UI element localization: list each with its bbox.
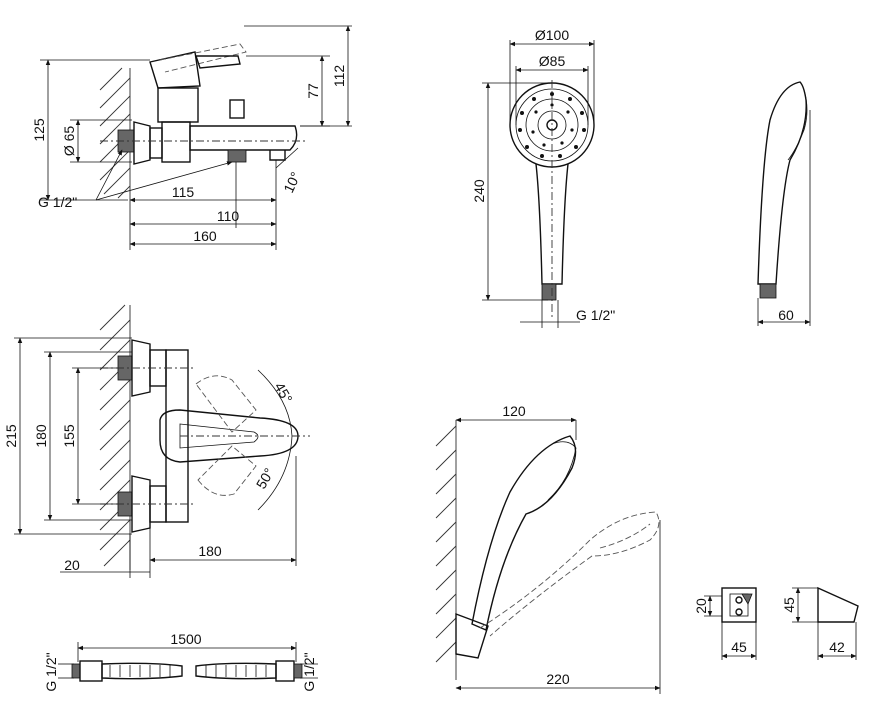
lever: [195, 55, 241, 69]
mixer-body: [161, 121, 191, 163]
bracket-front: [721, 587, 757, 623]
dim-220: 220: [546, 671, 570, 687]
bracket-side: [817, 586, 859, 623]
dim-50deg: 50°: [253, 465, 277, 491]
dim-d100: Ø100: [535, 27, 569, 43]
dim-115: 115: [172, 184, 195, 200]
dim-bracket-20: 20: [693, 598, 709, 614]
dim-180-vert: 180: [33, 424, 49, 448]
dim-bracket-45h: 45: [781, 597, 797, 613]
shower-profile: [757, 81, 807, 285]
wall-hatch-holder: [435, 420, 457, 680]
hand-shower-front-view: Ø100 Ø85 240 G 1/2": [471, 27, 615, 328]
dim-45deg: 45°: [271, 380, 295, 406]
dim-125: 125: [31, 118, 47, 142]
shower-thread: [541, 283, 557, 301]
hose-left: [101, 662, 183, 680]
shower-tilted-ghost: [479, 511, 660, 637]
dim-g12-hose-left: G 1/2": [43, 652, 59, 691]
dim-bracket-42: 42: [829, 639, 845, 655]
shower-holder-view: 120 220: [435, 403, 661, 694]
wall-hatch-front: [99, 304, 131, 570]
shower-upright: [471, 435, 577, 631]
dim-155: 155: [61, 424, 77, 448]
dim-g12-side: G 1/2": [38, 194, 77, 210]
dim-g12-shower: G 1/2": [576, 307, 615, 323]
dim-g12-hose-right: G 1/2": [301, 652, 317, 691]
lever-ghost: [149, 51, 201, 89]
dim-215: 215: [3, 424, 19, 448]
bracket-side-view: 45 42: [781, 586, 859, 660]
diverter-knob: [229, 99, 245, 119]
dim-160: 160: [193, 228, 217, 244]
bracket-front-view: 20 45: [693, 587, 757, 660]
spray-nozzles: [518, 92, 586, 158]
dim-240: 240: [471, 179, 487, 203]
dim-60: 60: [778, 307, 794, 323]
dim-10deg: 10°: [280, 169, 303, 195]
dim-20: 20: [64, 557, 80, 573]
dim-112: 112: [331, 65, 347, 88]
wall-bracket: [455, 612, 489, 659]
mixer-side-view: 125 Ø 65 77 112 G 1/2" 115 10° 110 160: [31, 25, 352, 250]
dim-1500: 1500: [170, 631, 201, 647]
hose-view: 1500 G 1/2" G 1/2": [43, 631, 318, 692]
dim-d85: Ø85: [539, 53, 566, 69]
dim-bracket-45w: 45: [731, 639, 747, 655]
mixer-front-view: 45° 50° 215 180 155 180 20: [3, 304, 310, 578]
spout: [189, 125, 298, 151]
dim-77: 77: [305, 83, 321, 99]
dim-d65: Ø 65: [61, 126, 77, 157]
escutcheon: [133, 121, 151, 165]
hand-shower-side-view: 60: [757, 81, 811, 326]
dim-110: 110: [217, 208, 240, 224]
dim-120: 120: [502, 403, 526, 419]
dim-180-horiz: 180: [198, 543, 222, 559]
